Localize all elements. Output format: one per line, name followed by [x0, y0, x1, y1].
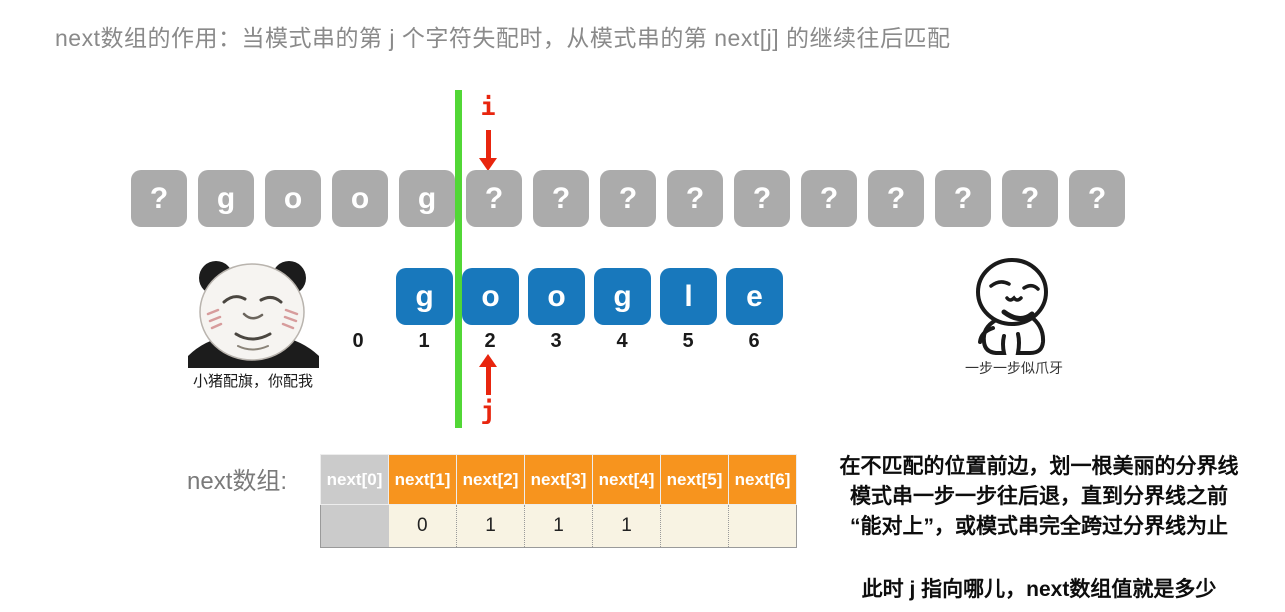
next-array-table: next[0] next[1] next[2] next[3] next[4] …	[320, 454, 797, 548]
i-arrow-down-icon	[485, 130, 491, 158]
mismatch-divider-line	[455, 90, 462, 428]
doodle-meme-image	[976, 258, 1048, 355]
panda-meme-caption: 小猪配旗，你配我	[192, 373, 313, 390]
next-header-cell: next[5]	[660, 454, 729, 505]
main-string-row: ? g o o g ? ? ? ? ? ? ? ? ? ?	[131, 170, 1125, 227]
next-header-cell: next[2]	[456, 454, 525, 505]
pattern-index: 3	[550, 330, 562, 352]
pattern-cell: l	[660, 268, 717, 325]
next-value-cell: 1	[592, 504, 661, 548]
pattern-cell: g	[396, 268, 453, 325]
pattern-index-row: 0 1 2 3 4 5 6	[325, 330, 787, 353]
main-string-cell: ?	[734, 170, 790, 227]
main-string-cell: ?	[533, 170, 589, 227]
next-table-value-row: 0 1 1 1	[320, 504, 797, 548]
pattern-index: 4	[616, 330, 628, 352]
explanation-note: 在不匹配的位置前边，划一根美丽的分界线 模式串一步一步往后退，直到分界线之前 “…	[793, 452, 1285, 542]
diagram-title: next数组的作用：当模式串的第 j 个字符失配时，从模式串的第 next[j]…	[55, 25, 951, 51]
pattern-index: 1	[418, 330, 430, 352]
pattern-string-row: g o o g l e	[396, 268, 783, 325]
doodle-meme: 一步一步似爪牙	[943, 256, 1085, 378]
next-array-label: next数组:	[187, 468, 288, 495]
main-string-cell: ?	[131, 170, 187, 227]
pattern-index: 0	[352, 330, 364, 352]
j-pointer: j	[473, 354, 503, 425]
next-table-header-row: next[0] next[1] next[2] next[3] next[4] …	[320, 454, 797, 505]
next-value-cell: 1	[524, 504, 593, 548]
main-string-cell: ?	[1002, 170, 1058, 227]
j-arrow-head-icon	[479, 354, 497, 367]
main-string-cell: o	[332, 170, 388, 227]
next-value-cell	[728, 504, 797, 548]
main-string-cell: o	[265, 170, 321, 227]
next-value-cell: 0	[388, 504, 457, 548]
i-pointer: i	[473, 93, 503, 171]
main-string-cell: ?	[466, 170, 522, 227]
pattern-index: 2	[484, 330, 496, 352]
main-string-cell: ?	[667, 170, 723, 227]
next-header-cell: next[4]	[592, 454, 661, 505]
next-header-cell: next[0]	[320, 454, 389, 505]
main-string-cell: ?	[600, 170, 656, 227]
i-arrow-head-icon	[479, 158, 497, 171]
note-line: 在不匹配的位置前边，划一根美丽的分界线	[839, 455, 1239, 478]
pattern-index: 5	[682, 330, 694, 352]
pattern-cell: e	[726, 268, 783, 325]
main-string-cell: g	[198, 170, 254, 227]
note-line: 模式串一步一步往后退，直到分界线之前	[850, 485, 1228, 508]
main-string-cell: ?	[935, 170, 991, 227]
pattern-cell: o	[462, 268, 519, 325]
pattern-cell: g	[594, 268, 651, 325]
pattern-cell: o	[528, 268, 585, 325]
i-pointer-label: i	[480, 92, 496, 121]
doodle-meme-caption: 一步一步似爪牙	[965, 360, 1063, 376]
pattern-index: 6	[748, 330, 760, 352]
next-value-cell	[320, 504, 389, 548]
panda-meme: 小猪配旗，你配我	[182, 256, 324, 391]
main-string-cell: ?	[868, 170, 924, 227]
main-string-cell: ?	[801, 170, 857, 227]
j-pointer-label: j	[480, 396, 496, 425]
main-string-cell: g	[399, 170, 455, 227]
next-header-cell: next[1]	[388, 454, 457, 505]
j-arrow-up-icon	[485, 367, 491, 395]
explanation-footer: 此时 j 指向哪儿，next数组值就是多少	[861, 578, 1217, 601]
main-string-cell: ?	[1069, 170, 1125, 227]
next-value-cell	[660, 504, 729, 548]
panda-meme-image	[187, 261, 319, 368]
next-header-cell: next[6]	[728, 454, 797, 505]
next-value-cell: 1	[456, 504, 525, 548]
note-line: “能对上”，或模式串完全跨过分界线为止	[850, 515, 1228, 538]
next-header-cell: next[3]	[524, 454, 593, 505]
